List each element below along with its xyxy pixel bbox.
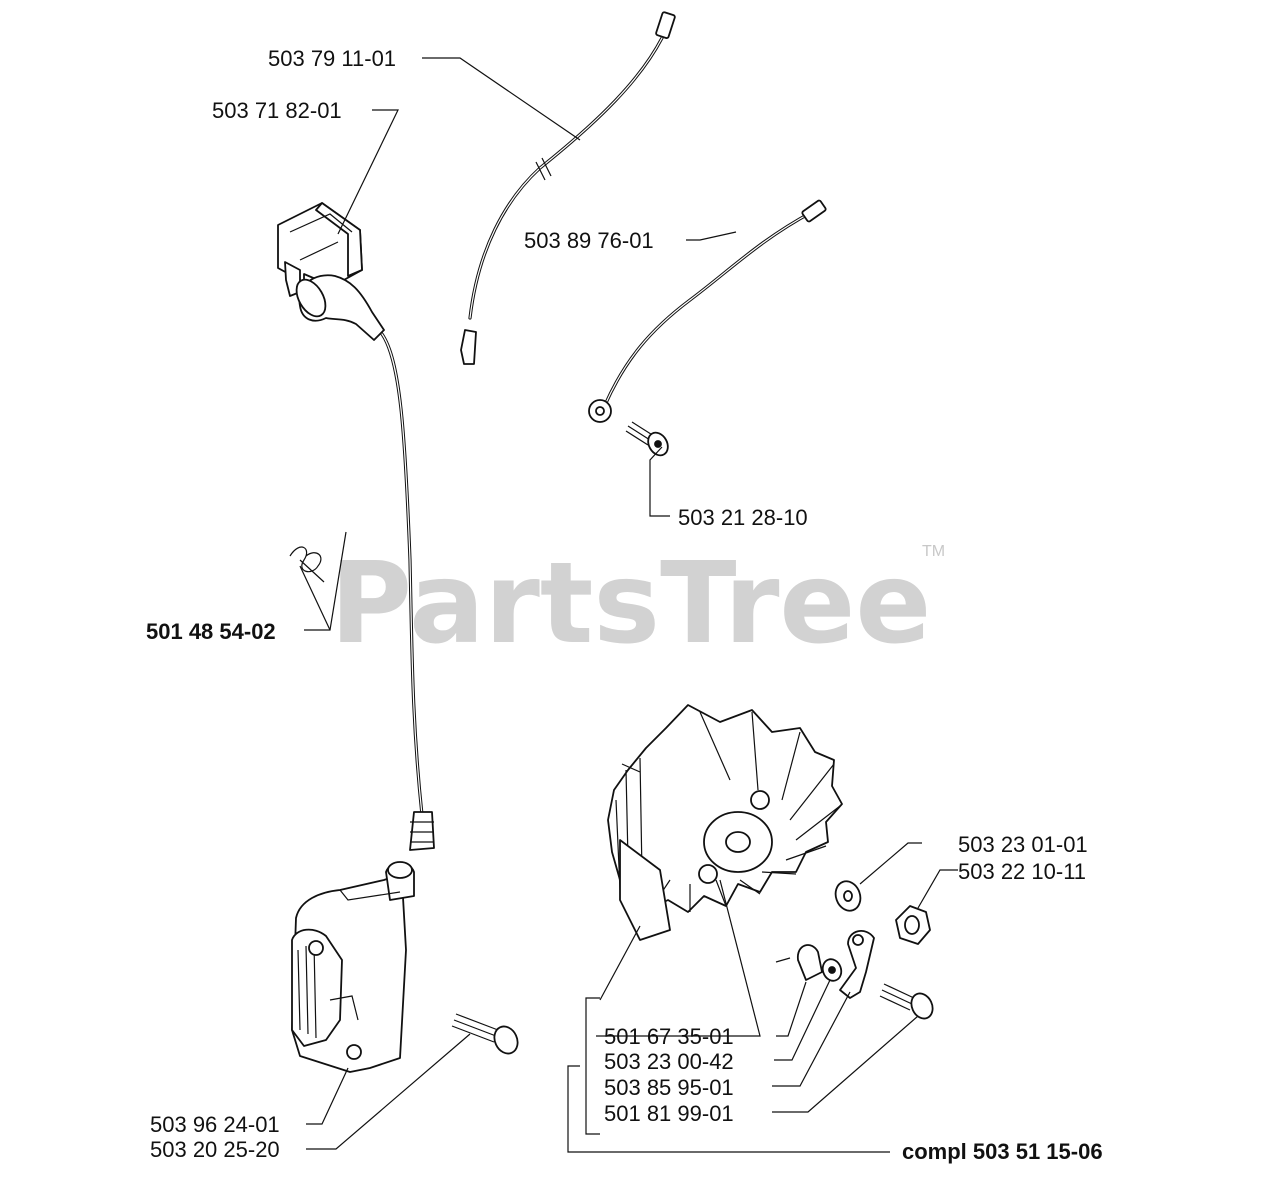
label-cable-lower: 503 89 76-01	[524, 228, 654, 253]
label-nut: 503 22 10-11	[958, 859, 1086, 884]
label-pawl: 503 85 95-01	[604, 1075, 734, 1100]
washer-part[interactable]	[832, 878, 865, 914]
spring-part[interactable]	[289, 546, 325, 583]
washer-small-part[interactable]	[820, 957, 844, 984]
screw-ground-part[interactable]	[625, 421, 672, 459]
label-spark-plug-cap: 501 48 54-02	[146, 619, 276, 644]
leader-lines	[299, 57, 958, 1153]
cable-lower-part[interactable]	[588, 199, 827, 423]
label-flywheel-complete: compl 503 51 15-06	[902, 1139, 1103, 1164]
key-part[interactable]	[775, 944, 823, 981]
label-cable-upper: 503 79 11-01	[268, 46, 396, 71]
spark-plug-cap-part[interactable]	[291, 274, 435, 851]
ignition-module-part[interactable]	[291, 861, 415, 1073]
label-module-screw: 503 20 25-20	[150, 1137, 280, 1162]
cable-upper-part[interactable]	[460, 11, 676, 365]
label-washer: 503 23 01-01	[958, 832, 1088, 857]
watermark-text: PartsTree	[330, 539, 931, 669]
watermark-trademark: TM	[922, 543, 945, 560]
flywheel-part[interactable]	[607, 704, 843, 941]
label-pawl-screw: 501 81 99-01	[604, 1101, 734, 1126]
label-module: 503 96 24-01	[150, 1112, 280, 1137]
label-washer-small: 503 23 00-42	[604, 1049, 734, 1074]
label-screw-ground: 503 21 28-10	[678, 505, 808, 530]
module-screw-part[interactable]	[451, 1013, 522, 1057]
label-key: 501 67 35-01	[604, 1024, 734, 1049]
pawl-screw-part[interactable]	[879, 983, 937, 1022]
nut-part[interactable]	[895, 905, 931, 945]
pawl-part[interactable]	[839, 930, 875, 999]
label-switch: 503 71 82-01	[212, 98, 342, 123]
